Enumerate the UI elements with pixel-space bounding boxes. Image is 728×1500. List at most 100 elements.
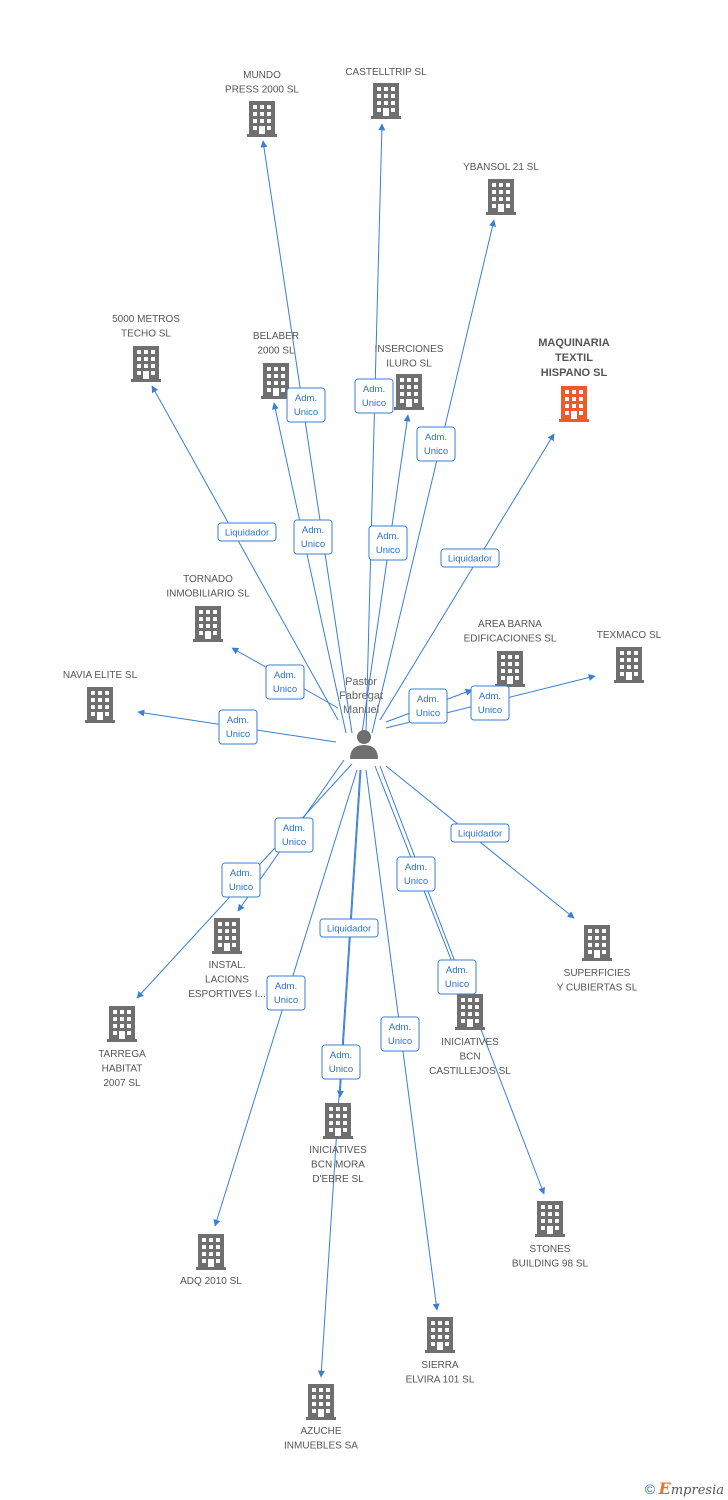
node-label-line: INMUEBLES SA bbox=[284, 1441, 358, 1452]
node-castelltrip[interactable]: CASTELLTRIP SL bbox=[345, 67, 427, 119]
node-ybansol[interactable]: YBANSOL 21 SL bbox=[463, 162, 539, 215]
edge-label-text: Unico bbox=[388, 1036, 412, 1047]
edge-label-castelltrip[interactable]: Adm.Unico bbox=[354, 378, 394, 414]
edge-label-maquinaria[interactable]: Liquidador bbox=[440, 548, 500, 568]
edge-label-text: Adm. bbox=[425, 432, 447, 443]
building-icon bbox=[323, 1103, 353, 1139]
node-label-line: INMOBILIARIO SL bbox=[166, 589, 250, 600]
node-label-line: TEXMACO SL bbox=[597, 630, 662, 641]
node-adq[interactable]: ADQ 2010 SL bbox=[180, 1234, 242, 1287]
edge-label-box bbox=[286, 387, 326, 423]
node-label-line: TORNADO bbox=[183, 574, 233, 585]
edge-label-box bbox=[274, 817, 314, 853]
node-label-line: BCN bbox=[459, 1052, 480, 1063]
edge-label-text: Unico bbox=[282, 837, 306, 848]
edge-belaber bbox=[271, 402, 347, 734]
edge-label-text: Liquidador bbox=[458, 829, 502, 840]
person-icon bbox=[350, 730, 378, 759]
edge-label-mora[interactable]: Liquidador bbox=[319, 918, 379, 938]
edge-label-stones[interactable]: Adm.Unico bbox=[437, 959, 477, 995]
edge-label-inserciones[interactable]: Adm.Unico bbox=[368, 525, 408, 561]
edge-label-text: Unico bbox=[273, 684, 297, 695]
edge-label-text: Adm. bbox=[389, 1022, 411, 1033]
center-label-line-0: Pastor bbox=[345, 676, 377, 688]
node-label-line: 2007 SL bbox=[103, 1078, 141, 1089]
edge-label-text: Adm. bbox=[283, 823, 305, 834]
edge-label-azuche[interactable]: Adm.Unico bbox=[321, 1044, 361, 1080]
edge-label-text: Adm. bbox=[405, 862, 427, 873]
edge-label-superficies[interactable]: Liquidador bbox=[450, 823, 510, 843]
edge-label-box bbox=[470, 685, 510, 721]
center-node[interactable]: Pastor Fabregat Manuel bbox=[339, 676, 383, 759]
edge-5000metros bbox=[151, 385, 339, 721]
edge-label-mundo[interactable]: Adm.Unico bbox=[286, 387, 326, 423]
edge-label-text: Adm. bbox=[227, 715, 249, 726]
building-icon bbox=[495, 651, 525, 687]
node-label-line: D'EBRE SL bbox=[312, 1174, 364, 1185]
node-label-line: INICIATIVES bbox=[441, 1037, 499, 1048]
node-navia[interactable]: NAVIA ELITE SL bbox=[63, 670, 138, 723]
edge-label-text: Adm. bbox=[330, 1050, 352, 1061]
copyright-symbol: © bbox=[644, 1481, 656, 1497]
building-icon bbox=[85, 687, 115, 723]
node-texmaco[interactable]: TEXMACO SL bbox=[597, 630, 662, 683]
node-azuche[interactable]: AZUCHE INMUEBLES SA bbox=[284, 1384, 358, 1452]
edge-label-box bbox=[437, 959, 477, 995]
node-label-line: AREA BARNA bbox=[478, 619, 542, 630]
edge-inserciones bbox=[361, 414, 411, 734]
edge-label-tarrega[interactable]: Adm.Unico bbox=[221, 862, 261, 898]
edge-label-text: Liquidador bbox=[225, 528, 269, 539]
brand-name: mpresia bbox=[670, 1483, 724, 1498]
node-label-line: TARREGA bbox=[98, 1049, 146, 1060]
building-icon bbox=[306, 1384, 336, 1420]
brand-initial: E bbox=[658, 1479, 671, 1498]
edge-label-texmaco[interactable]: Adm.Unico bbox=[470, 685, 510, 721]
node-label-line: 2000 SL bbox=[257, 346, 295, 357]
edge-label-box bbox=[266, 975, 306, 1011]
edge-label-navia[interactable]: Adm. Unico bbox=[218, 709, 258, 745]
edge-label-instal[interactable]: Adm. Unico bbox=[274, 817, 314, 853]
node-label-line: SUPERFICIES bbox=[564, 968, 631, 979]
building-icon bbox=[247, 101, 277, 137]
edge-label-adq[interactable]: Adm.Unico bbox=[266, 975, 306, 1011]
edge-label-belaber[interactable]: Adm.Unico bbox=[293, 519, 333, 555]
building-icon bbox=[196, 1234, 226, 1270]
node-tornado[interactable]: TORNADO INMOBILIARIO SL bbox=[166, 574, 250, 642]
edge-label-box bbox=[354, 378, 394, 414]
building-icon bbox=[559, 386, 589, 422]
edge-label-ybansol[interactable]: Adm. Unico bbox=[416, 426, 456, 462]
edge-label-box bbox=[293, 519, 333, 555]
edge-label-box bbox=[319, 918, 379, 938]
edge-label-areabarna[interactable]: Adm.Unico bbox=[408, 688, 448, 724]
edge-ybansol bbox=[371, 219, 496, 734]
edge-label-text: Adm. bbox=[274, 670, 296, 681]
building-icon bbox=[193, 606, 223, 642]
building-icon bbox=[131, 346, 161, 382]
edge-label-tornado[interactable]: Adm. Unico bbox=[265, 664, 305, 700]
building-icon bbox=[614, 647, 644, 683]
edge-label-castillejos[interactable]: Adm.Unico bbox=[396, 856, 436, 892]
edge-label-text: Unico bbox=[226, 729, 250, 740]
edge-label-5000metros[interactable]: Liquidador bbox=[217, 522, 277, 542]
edge-label-text: Unico bbox=[424, 446, 448, 457]
edge-label-box bbox=[218, 709, 258, 745]
edge-label-sierra[interactable]: Adm. Unico bbox=[380, 1016, 420, 1052]
node-label-line: AZUCHE bbox=[300, 1426, 341, 1437]
edge-label-text: Liquidador bbox=[327, 924, 371, 935]
node-label-line: ESPORTIVES I... bbox=[188, 989, 266, 1000]
